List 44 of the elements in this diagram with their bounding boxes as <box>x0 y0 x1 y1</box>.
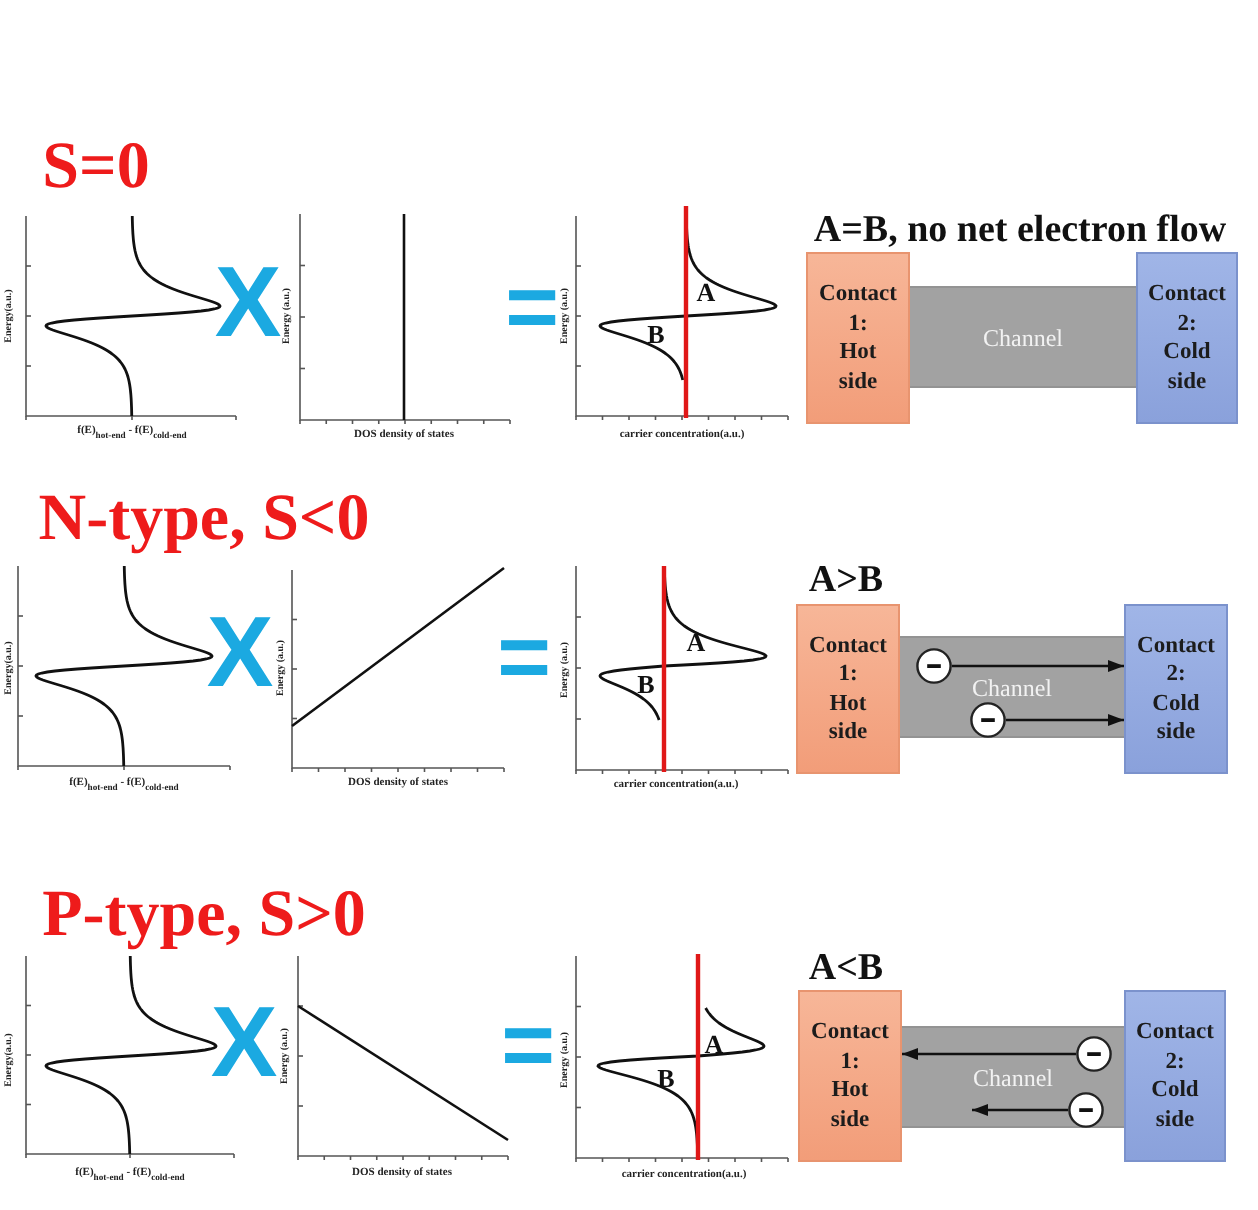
contact-label: Contact 1: Hot side <box>817 280 899 396</box>
electron-icon <box>1076 1036 1112 1072</box>
area-label: B <box>647 321 665 347</box>
area-label: A <box>686 629 706 655</box>
contact-block <box>806 252 910 424</box>
arrow <box>902 1048 1076 1060</box>
multiply-sign: X <box>206 602 274 702</box>
contact-block <box>1124 604 1228 774</box>
electron-icon <box>916 648 952 684</box>
equals-sign: = <box>501 998 555 1090</box>
area-label: A <box>704 1031 724 1057</box>
contact-label: Contact 1: Hot side <box>807 631 889 747</box>
contact-label: Contact 2: Cold side <box>1146 280 1228 396</box>
electron-icon <box>1068 1092 1104 1128</box>
arrow <box>952 660 1124 672</box>
multiply-sign: X <box>210 992 278 1092</box>
area-label: B <box>637 671 655 697</box>
contact-block <box>1124 990 1226 1162</box>
flow-condition-text: A>B <box>808 561 884 599</box>
arrow <box>972 1104 1068 1116</box>
arrow <box>1006 714 1124 726</box>
contact-block <box>796 604 900 774</box>
equals-sign: = <box>497 610 551 702</box>
contact-block <box>798 990 902 1162</box>
area-label: B <box>657 1065 675 1091</box>
contact-label: Contact 2: Cold side <box>1134 1018 1216 1134</box>
flow-condition-text: A=B, no net electron flow <box>813 211 1227 249</box>
case-heading: P-type, S>0 <box>42 883 366 949</box>
contact-label: Contact 1: Hot side <box>809 1018 891 1134</box>
flow-condition-text: A<B <box>808 949 884 987</box>
contact-block <box>1136 252 1238 424</box>
electron-icon <box>970 702 1006 738</box>
contact-label: Contact 2: Cold side <box>1135 631 1217 747</box>
case-heading: N-type, S<0 <box>38 487 370 553</box>
equals-sign: = <box>505 260 559 352</box>
channel-label: Channel <box>972 675 1052 699</box>
case-heading: S=0 <box>42 135 150 201</box>
channel-bar <box>900 636 1124 738</box>
channel-label: Channel <box>973 1065 1053 1089</box>
multiply-sign: X <box>214 252 282 352</box>
area-label: A <box>696 279 716 305</box>
channel-label: Channel <box>983 325 1063 349</box>
channel-bar <box>902 1026 1124 1128</box>
channel-bar <box>910 286 1136 388</box>
